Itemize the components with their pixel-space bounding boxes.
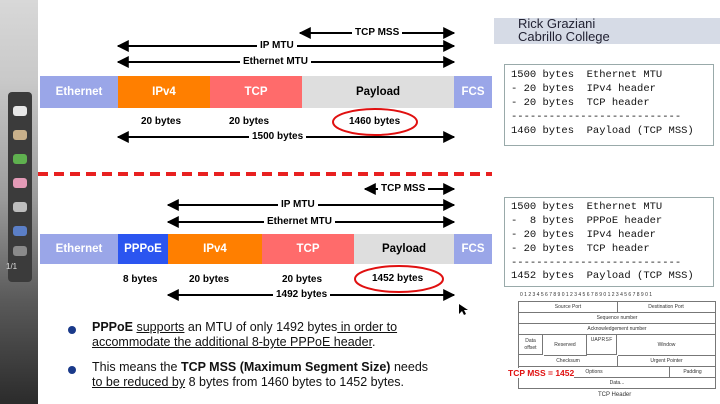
calc1-line: - 20 bytes IPv4 header (511, 83, 656, 95)
bullet2-text: . (400, 375, 405, 389)
calc2-line: --------------------------- (511, 257, 682, 269)
bullet-dot (68, 326, 76, 334)
d1-tcp-segment: TCP (210, 76, 302, 108)
ack-number-field: Acknowledgement number (519, 324, 715, 335)
d1-fcs-segment: FCS (454, 76, 492, 108)
d2-fcs-segment: FCS (454, 234, 492, 264)
calc2-line: - 8 bytes PPPoE header (511, 215, 663, 227)
d2-payload-highlight (354, 265, 444, 293)
calc1-line: 1500 bytes Ethernet MTU (511, 69, 663, 81)
settings-tool-icon[interactable] (13, 246, 27, 256)
laser-tool-icon[interactable] (13, 226, 27, 236)
mss-calculation-box-1: 1500 bytes Ethernet MTU - 20 bytes IPv4 … (504, 64, 714, 146)
data-field: Data... (609, 380, 625, 386)
checksum-field: Checksum (519, 356, 618, 367)
annotation-toolbar (8, 92, 32, 282)
calc1-line: 1460 bytes Payload (TCP MSS) (511, 125, 694, 137)
author-name: Rick Graziani (518, 16, 596, 31)
calc2-line: - 20 bytes TCP header (511, 243, 650, 255)
pointer-tool-icon[interactable] (13, 106, 27, 116)
d1-total-bytes: 1500 bytes (249, 131, 307, 142)
blank-tool-icon[interactable] (13, 202, 27, 212)
d2-ipv4-segment: IPv4 (168, 234, 262, 264)
bullet-dot (68, 366, 76, 374)
data-offset-field: Data offset (519, 335, 543, 355)
d2-pppoe-bytes: 8 bytes (123, 274, 158, 285)
tcp-header-diagram: 0 1 2 3 4 5 6 7 8 9 0 1 2 3 4 5 6 7 8 9 … (514, 292, 720, 404)
d1-ipv4-segment: IPv4 (118, 76, 210, 108)
slide: Rick Graziani Cabrillo College TCP MSS I… (38, 0, 720, 404)
pen-tool-icon[interactable] (13, 130, 27, 140)
sequence-number-field: Sequence number (519, 313, 715, 324)
tcp-header-caption: TCP Header (598, 392, 632, 398)
d2-ethernet-mtu-label: Ethernet MTU (264, 216, 335, 227)
bullet2-text: needs (390, 360, 429, 374)
bullet2-text: This means the (92, 360, 181, 374)
calc1-line: --------------------------- (511, 111, 682, 123)
d2-ethernet-segment: Ethernet (40, 234, 118, 264)
mss-calculation-box-2: 1500 bytes Ethernet MTU - 8 bytes PPPoE … (504, 197, 714, 287)
options-field: Options (519, 367, 670, 378)
d1-payload-highlight (332, 108, 418, 136)
calc2-line: - 20 bytes IPv4 header (511, 229, 656, 241)
mouse-cursor-icon (459, 304, 468, 315)
bullet2-underline: to be reduced by (92, 375, 186, 389)
bullet1-underline: accommodate the additional 8-byte PPPoE … (92, 335, 373, 349)
destination-port-field: Destination Port (617, 302, 715, 313)
calc2-line: 1452 bytes Payload (TCP MSS) (511, 270, 694, 282)
author-banner: Rick Graziani Cabrillo College (494, 16, 720, 44)
bullet1-underline: in order to (337, 320, 398, 334)
slide-counter: 1/1 (6, 262, 18, 271)
d2-tcp-mss-label: TCP MSS (378, 183, 429, 194)
author-college: Cabrillo College (518, 29, 610, 44)
d1-tcp-bytes: 20 bytes (229, 116, 270, 127)
padding-field: Padding (670, 367, 715, 378)
d1-ethernet-segment: Ethernet (40, 76, 118, 108)
d1-tcp-mss-label: TCP MSS (352, 27, 403, 38)
d2-tcp-segment: TCP (262, 234, 354, 264)
d2-pppoe-segment: PPPoE (118, 234, 168, 264)
d1-payload-segment: Payload (302, 76, 454, 108)
bullet2-text: 8 bytes from 1460 bytes to 1452 bytes (185, 375, 401, 389)
bullet1-text: an MTU of only 1492 bytes (184, 320, 338, 334)
bullet1-text: . (372, 335, 376, 349)
d1-ipv4-bytes: 20 bytes (141, 116, 182, 127)
reserved-field: Reserved (544, 335, 587, 356)
d1-payload-bytes: 1460 bytes (349, 116, 401, 127)
urgent-pointer-field: Urgent Pointer (618, 356, 715, 367)
bullet1-underline: supports (136, 320, 185, 334)
d1-ethernet-mtu-label: Ethernet MTU (240, 56, 311, 67)
tcp-mss-callout: TCP MSS = 1452 (508, 368, 575, 378)
d2-payload-segment: Payload (354, 234, 454, 264)
bullet-pppoe: PPPoE supports an MTU of only 1492 bytes… (92, 320, 492, 350)
window-field: Window (618, 335, 715, 356)
d2-payload-bytes: 1452 bytes (372, 273, 424, 284)
d2-ip-mtu-label: IP MTU (278, 199, 318, 210)
calc2-line: 1500 bytes Ethernet MTU (511, 201, 663, 213)
d2-tcp-bytes: 20 bytes (282, 274, 323, 285)
bullet1-bold: PPPoE (92, 320, 133, 334)
source-port-field: Source Port (519, 302, 618, 313)
bullet-tcp-mss: This means the TCP MSS (Maximum Segment … (92, 360, 512, 390)
d2-total-bytes: 1492 bytes (273, 289, 331, 300)
calc1-line: - 20 bytes TCP header (511, 97, 650, 109)
bit-ruler: 0 1 2 3 4 5 6 7 8 9 0 1 2 3 4 5 6 7 8 9 … (520, 292, 653, 298)
d2-ipv4-bytes: 20 bytes (189, 274, 230, 285)
flags-field: U A P R S F (587, 335, 617, 355)
bullet2-bold: TCP MSS (Maximum Segment Size) (180, 360, 391, 374)
tcp-header-table: Source Port Destination Port Sequence nu… (518, 301, 716, 389)
d1-ip-mtu-label: IP MTU (257, 40, 297, 51)
eraser-tool-icon[interactable] (13, 178, 27, 188)
highlighter-tool-icon[interactable] (13, 154, 27, 164)
